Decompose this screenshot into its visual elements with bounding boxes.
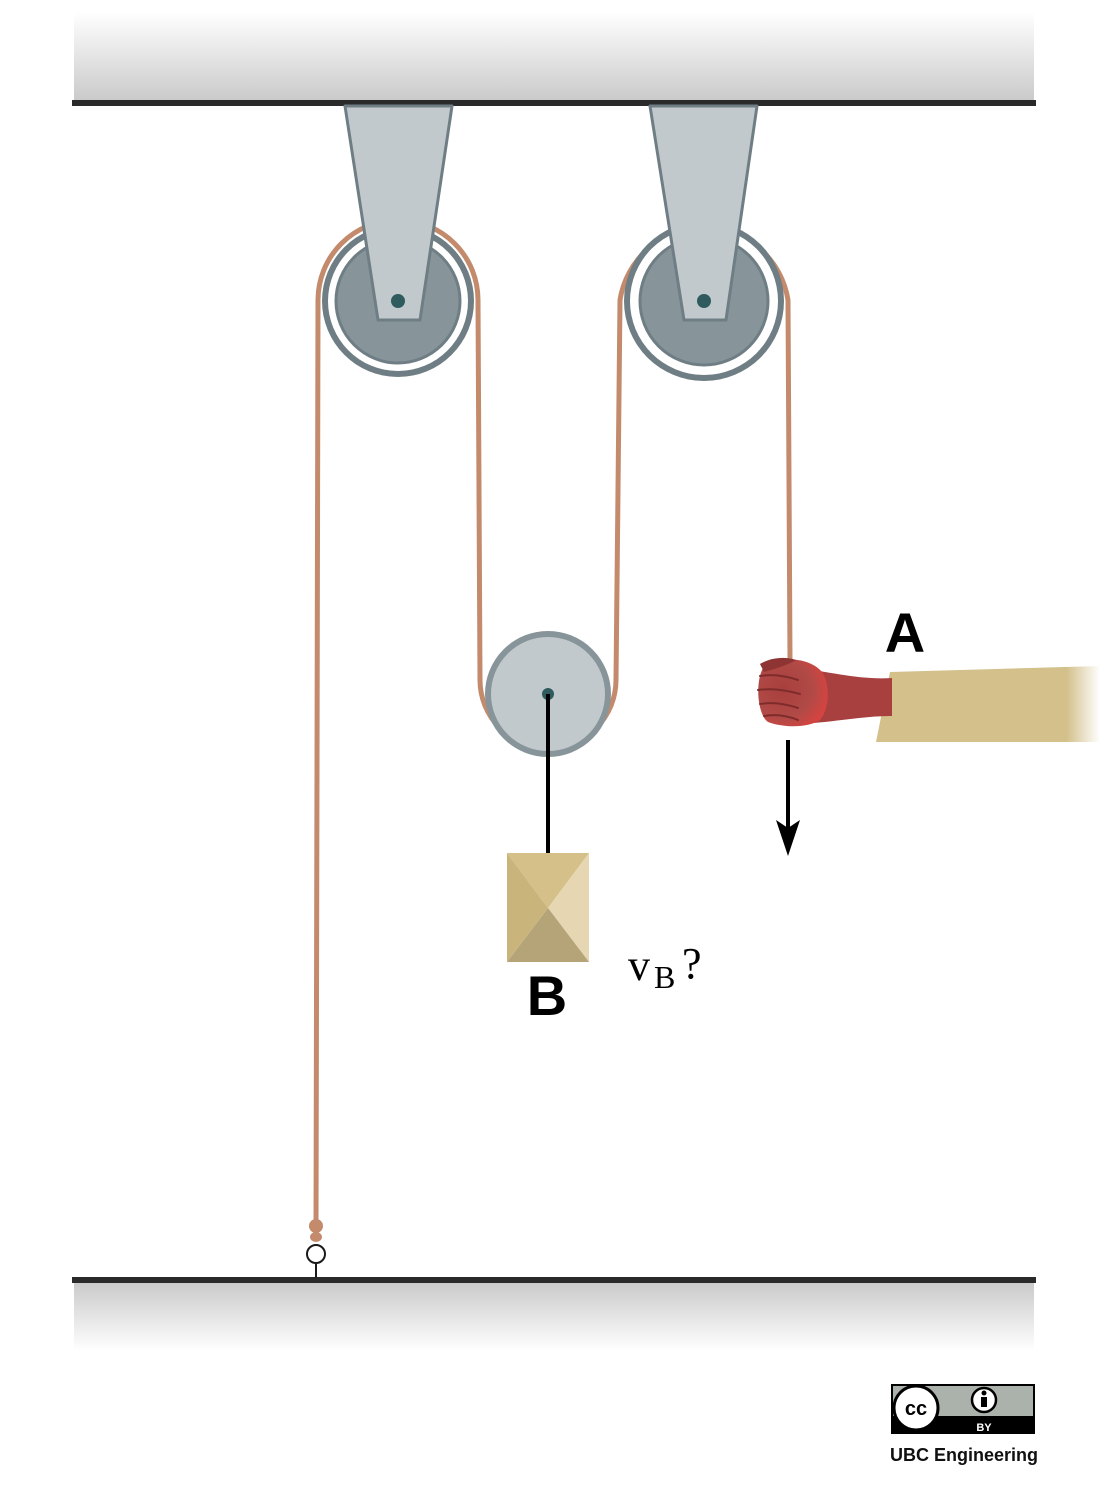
- rope-knot: [309, 1219, 323, 1242]
- fixed-pulley-right: [624, 104, 784, 381]
- cc-icon: [892, 1384, 940, 1432]
- ceiling: [72, 12, 1036, 106]
- floor-anchor: [306, 1244, 326, 1278]
- by-mark: BY: [976, 1422, 992, 1434]
- fixed-pulley-left: [322, 104, 474, 377]
- velocity-subscript: B: [654, 959, 675, 995]
- floor: [72, 1277, 1036, 1351]
- velocity-label: v B ?: [628, 939, 702, 995]
- hub-left: [391, 294, 405, 308]
- sleeve: [876, 666, 1100, 742]
- hand-arm: [757, 657, 1100, 742]
- label-b: B: [527, 964, 567, 1027]
- cc-mark: cc: [905, 1398, 927, 1420]
- hub-right: [697, 294, 711, 308]
- velocity-question: ?: [682, 939, 702, 988]
- cc-by-badge: cc BY: [891, 1384, 1035, 1434]
- velocity-symbol: v: [628, 941, 650, 990]
- block-b: [507, 853, 589, 962]
- credit-text: UBC Engineering: [890, 1445, 1038, 1465]
- label-a: A: [885, 601, 925, 664]
- bracket-left: [343, 104, 454, 322]
- bracket-right: [648, 104, 759, 322]
- pull-direction-arrow: [776, 740, 800, 856]
